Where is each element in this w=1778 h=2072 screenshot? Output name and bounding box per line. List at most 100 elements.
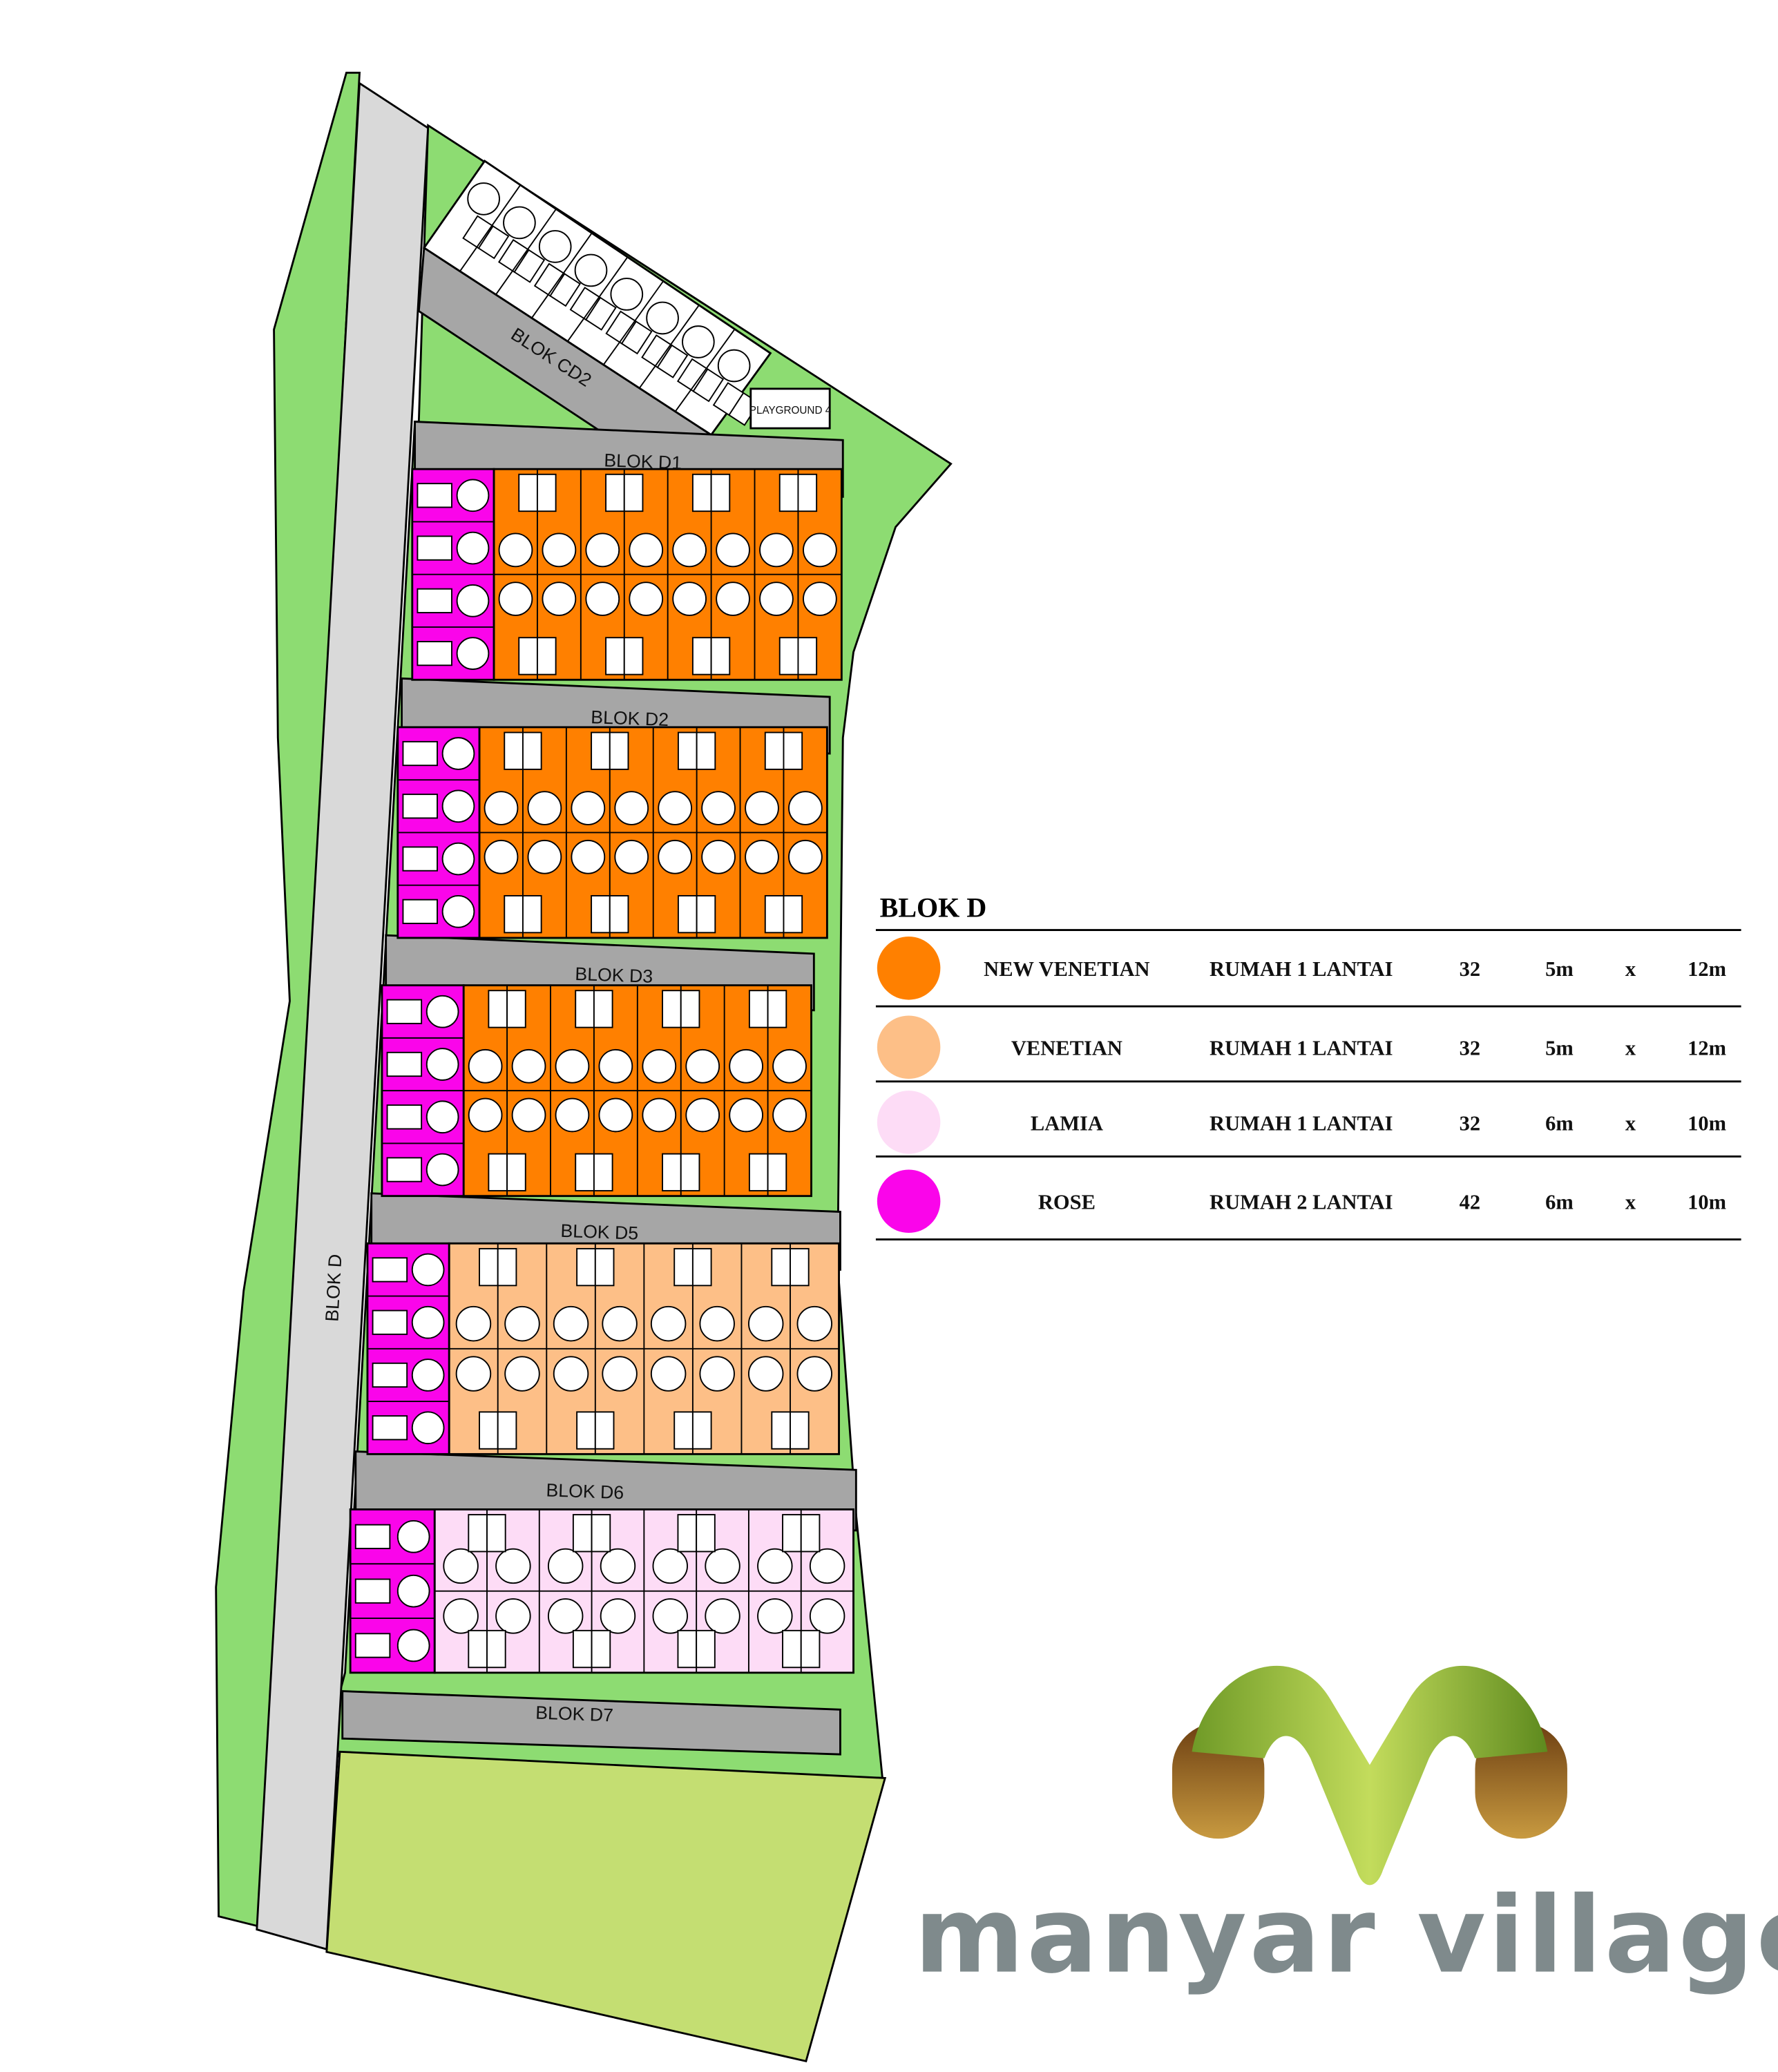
tree-circle — [411, 1359, 445, 1392]
tree-circle — [629, 533, 664, 568]
tree-circle — [426, 1048, 459, 1081]
tree-circle — [456, 479, 490, 512]
tree-circle — [542, 582, 577, 616]
legend-x: x — [1625, 957, 1636, 981]
parking-slot — [536, 637, 557, 675]
legend-length: 10m — [1688, 1191, 1726, 1214]
parking-slot — [800, 1514, 821, 1553]
tree-circle — [484, 839, 519, 874]
parking-slot — [386, 999, 423, 1024]
tree-circle — [602, 1356, 638, 1392]
main-road — [256, 81, 430, 1951]
parking-slot — [605, 637, 625, 675]
tree-circle — [717, 349, 751, 383]
parking-slot — [477, 225, 510, 260]
parking-slot — [662, 990, 682, 1028]
parking-slot — [402, 846, 438, 872]
tree-circle — [614, 839, 649, 874]
tree-circle — [503, 206, 536, 240]
legend-length: 12m — [1688, 957, 1726, 981]
playground-box[interactable] — [749, 387, 831, 430]
tree-circle — [538, 230, 572, 263]
legend-type: RUMAH 1 LANTAI — [1210, 1037, 1393, 1060]
tree-circle — [484, 791, 519, 825]
legend-units: 32 — [1460, 957, 1481, 981]
tree-circle — [772, 1048, 807, 1084]
tree-circle — [803, 533, 837, 568]
parking-slot — [549, 273, 581, 307]
tree-circle — [759, 582, 794, 616]
parking-slot — [536, 473, 557, 512]
house-blocks — [349, 468, 854, 1674]
legend-units: 42 — [1460, 1191, 1481, 1214]
legend-units: 32 — [1460, 1037, 1481, 1060]
tree-circle — [747, 1356, 784, 1392]
tree-circle — [555, 1048, 590, 1084]
parking-slot — [402, 740, 438, 767]
tree-circle — [650, 1356, 687, 1392]
tree-circle — [672, 582, 707, 616]
tree-circle — [443, 1548, 479, 1584]
parking-slot — [677, 1514, 698, 1553]
parking-slot — [584, 296, 617, 331]
tree-circle — [716, 533, 750, 568]
parking-slot — [488, 1153, 508, 1191]
parking-slot — [656, 344, 689, 378]
parking-slot — [767, 1153, 787, 1191]
tree-circle — [553, 1305, 589, 1342]
parking-slot — [691, 1247, 712, 1287]
tree-circle — [796, 1305, 833, 1342]
parking-slot — [479, 1247, 499, 1287]
tree-circle — [456, 637, 490, 670]
road-label-d2: BLOK D2 — [591, 707, 669, 730]
parking-slot — [504, 894, 524, 934]
tree-circle — [701, 791, 736, 825]
parking-slot — [692, 368, 725, 403]
parking-slot — [402, 899, 438, 924]
manyar-village-logo: manyar village — [915, 1665, 1778, 1997]
tree-circle — [796, 1356, 833, 1392]
legend-swatch — [877, 1015, 941, 1079]
parking-slot — [783, 731, 803, 770]
legend-x: x — [1625, 1037, 1636, 1060]
tree-circle — [571, 791, 606, 825]
parking-slot — [710, 637, 731, 675]
parking-slot — [673, 1247, 694, 1287]
parking-slot — [748, 990, 769, 1028]
tree-circle — [642, 1048, 677, 1084]
tree-circle — [685, 1097, 720, 1133]
parking-slot — [486, 1629, 506, 1669]
parking-slot — [778, 473, 799, 512]
parking-slot — [513, 249, 546, 283]
parking-slot — [696, 894, 716, 934]
parking-slot — [575, 1153, 595, 1191]
parking-slot — [605, 473, 625, 512]
tree-circle — [411, 1305, 445, 1339]
cd2-divider — [602, 280, 665, 365]
tree-circle — [772, 1097, 807, 1133]
tree-circle — [598, 1097, 633, 1133]
parking-slot — [593, 990, 613, 1028]
legend-swatch — [877, 1091, 941, 1154]
parking-slot — [497, 1411, 517, 1450]
parking-slot — [783, 894, 803, 934]
parking-slot — [506, 1153, 526, 1191]
parking-slot — [609, 731, 629, 770]
parking-slot — [748, 1153, 769, 1191]
house-block — [366, 1242, 840, 1455]
parking-slot — [372, 1257, 408, 1283]
tree-circle — [685, 1048, 720, 1084]
tree-circle — [498, 533, 533, 568]
tree-circle — [600, 1548, 636, 1584]
road-label-d1: BLOK D1 — [604, 450, 682, 473]
parking-slot — [504, 731, 524, 770]
tree-circle — [527, 839, 562, 874]
legend-type: RUMAH 1 LANTAI — [1210, 1111, 1393, 1135]
legend-name: NEW VENETIAN — [984, 957, 1149, 981]
tree-circle — [585, 582, 620, 616]
parking-slot — [696, 1629, 716, 1669]
tree-circle — [396, 1629, 430, 1662]
